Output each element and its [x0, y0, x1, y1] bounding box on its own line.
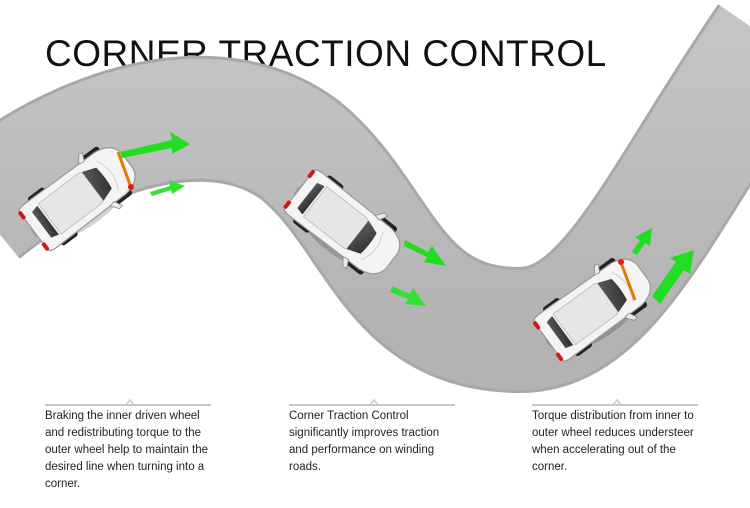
- divider: [45, 404, 211, 406]
- pointer-icon: [612, 398, 622, 406]
- divider: [289, 404, 455, 406]
- torque-arrow-icon: [652, 250, 694, 304]
- torque-arrow-icon: [404, 240, 446, 266]
- torque-arrow-icon: [150, 180, 185, 196]
- pointer-icon: [125, 398, 135, 406]
- torque-arrow-icon: [390, 286, 426, 306]
- pointer-icon: [369, 398, 379, 406]
- divider: [532, 404, 698, 406]
- caption-text: Braking the inner driven wheel and redis…: [45, 410, 209, 490]
- brake-torque-indicator-1: [116, 151, 134, 191]
- caption-traction: Corner Traction Control significantly im…: [289, 398, 459, 476]
- torque-arrow-icon: [120, 132, 190, 158]
- caption-braking: Braking the inner driven wheel and redis…: [45, 398, 215, 493]
- caption-text: Torque distribution from inner to outer …: [532, 410, 694, 473]
- brake-torque-indicator-3: [618, 259, 637, 301]
- road-diagram: [0, 4, 750, 394]
- torque-arrow-icon: [632, 228, 652, 255]
- caption-torque: Torque distribution from inner to outer …: [532, 398, 702, 476]
- caption-text: Corner Traction Control significantly im…: [289, 410, 440, 473]
